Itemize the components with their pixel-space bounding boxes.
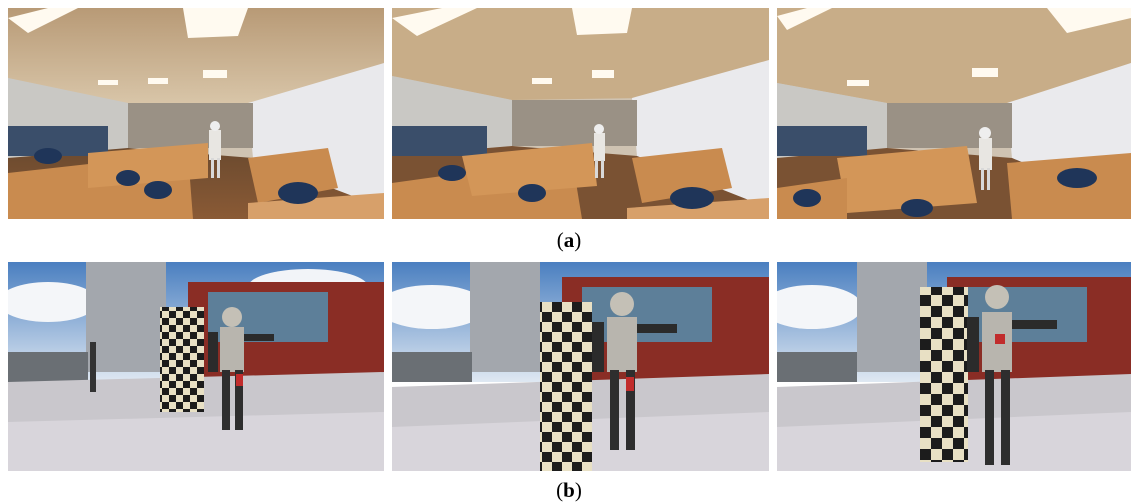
caption-b: (b) — [556, 478, 582, 502]
plaza-image-1 — [8, 262, 384, 471]
classroom-image-3 — [777, 8, 1131, 219]
plaza-image-2 — [392, 262, 769, 471]
caption-a-letter: a — [563, 228, 575, 252]
classroom-image-2 — [392, 8, 769, 219]
caption-b-letter: b — [563, 478, 575, 502]
classroom-image-1 — [8, 8, 384, 219]
plaza-image-3 — [777, 262, 1131, 471]
caption-a: (a) — [556, 228, 582, 252]
